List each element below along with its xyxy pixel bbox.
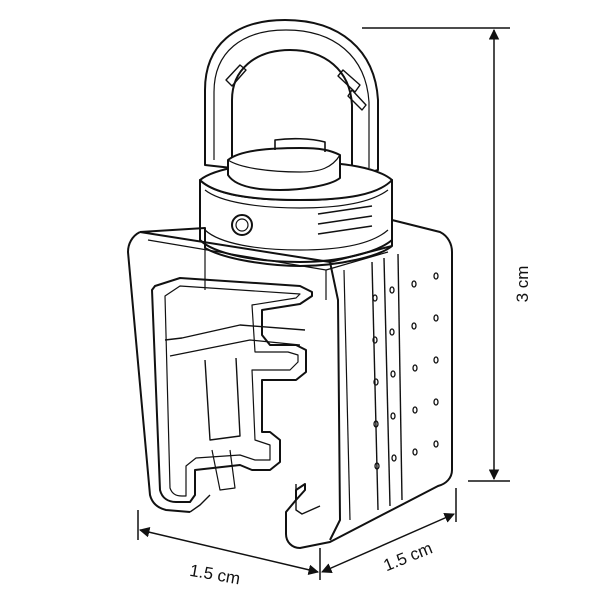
front-width-dimension-line [138, 527, 320, 575]
side-face-holes [372, 272, 439, 470]
clip-body [127, 219, 453, 549]
front-width-label: 1.5 cm [188, 561, 242, 589]
front-width-dimension [137, 510, 321, 580]
side-width-dimension-line [321, 512, 455, 574]
height-dimension [362, 27, 510, 482]
height-label: 3 cm [513, 266, 532, 303]
side-width-label: 1.5 cm [381, 539, 435, 576]
swivel-collar [199, 137, 393, 263]
side-width-dimension [321, 488, 457, 574]
hanger-loop [204, 19, 379, 179]
